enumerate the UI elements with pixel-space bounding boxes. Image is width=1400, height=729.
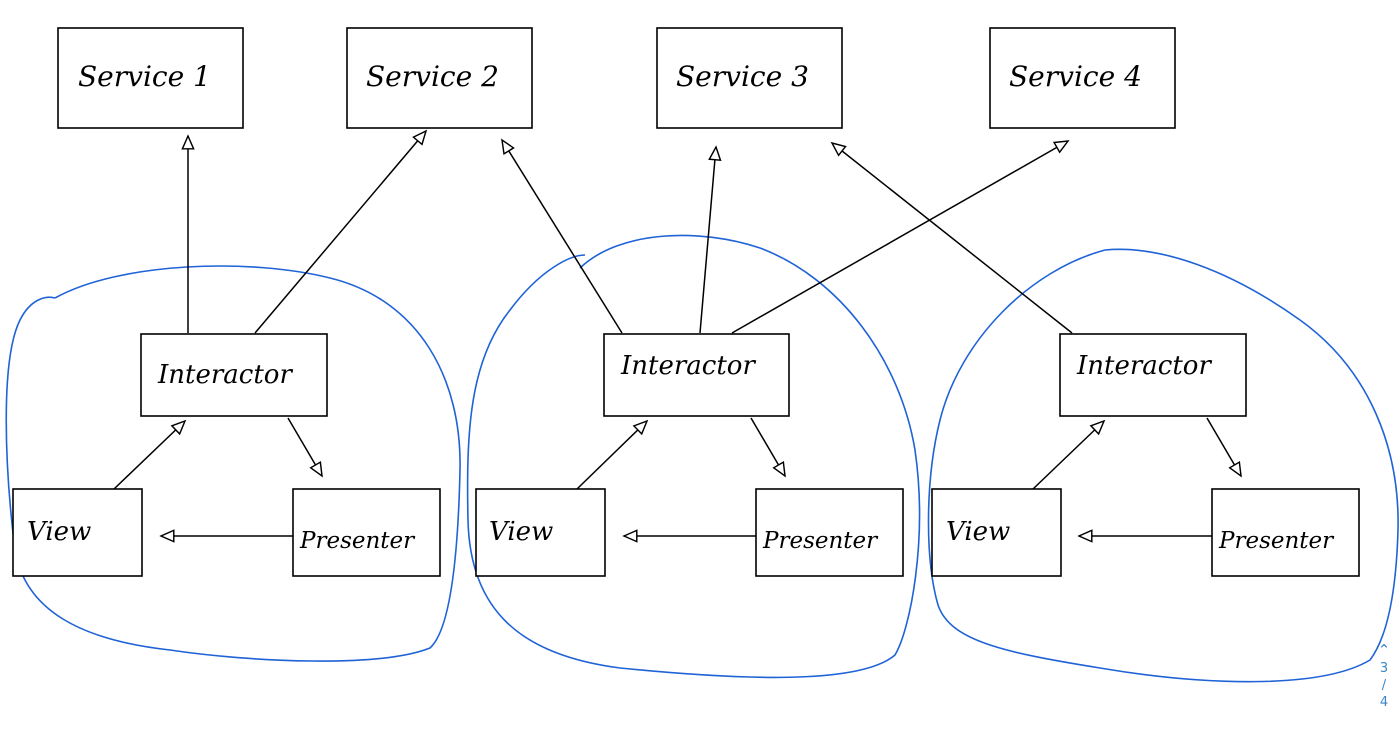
presenter-3-node: Presenter (1211, 488, 1360, 577)
view-2-label: View (489, 517, 553, 547)
interactor-3-label: Interactor (1076, 351, 1212, 381)
module-1: Interactor View Presenter (12, 333, 441, 577)
service-3-node: Service 3 (656, 27, 843, 129)
edge-interactor3-presenter3 (1206, 417, 1241, 476)
edge-interactor2-presenter2 (750, 417, 785, 476)
presenter-2-label: Presenter (762, 528, 879, 554)
interactor-2-label: Interactor (620, 351, 756, 381)
page-indicator: ⌃ 3 / 4 (1370, 640, 1398, 729)
service-3-label: Service 3 (676, 60, 809, 93)
page-total: 4 (1379, 695, 1389, 710)
view-3-node: View (931, 488, 1062, 577)
service-4-node: Service 4 (989, 27, 1176, 129)
service-4-label: Service 4 (1009, 60, 1142, 93)
view-1-label: View (27, 517, 91, 547)
edge-view1-interactor1 (113, 421, 185, 490)
service-2-label: Service 2 (366, 60, 499, 93)
presenter-1-node: Presenter (292, 488, 441, 577)
view-3-label: View (946, 517, 1010, 547)
module-outline-3 (927, 248, 1399, 683)
edge-view3-interactor3 (1032, 421, 1104, 490)
service-1-node: Service 1 (57, 27, 244, 129)
interactor-2-node: Interactor (603, 333, 790, 417)
edge-interactor2-service4 (731, 141, 1068, 334)
view-2-node: View (475, 488, 606, 577)
presenter-1-label: Presenter (299, 528, 416, 554)
service-1-label: Service 1 (78, 60, 211, 93)
interactor-3-node: Interactor (1059, 333, 1247, 417)
view-1-node: View (12, 488, 143, 577)
module-outline-2 (466, 234, 921, 679)
edge-interactor1-service2 (254, 131, 426, 334)
module-2: Interactor View Presenter (475, 333, 904, 577)
chevron-up-icon[interactable]: ⌃ (1377, 641, 1391, 659)
edge-view2-interactor2 (576, 421, 647, 490)
edge-interactor3-service3 (832, 143, 1073, 334)
interactor-1-label: Interactor (157, 360, 293, 390)
edge-interactor2-service3 (699, 147, 716, 334)
module-3: Interactor View Presenter (931, 333, 1360, 577)
edge-interactor1-presenter1 (287, 417, 322, 476)
presenter-2-node: Presenter (755, 488, 904, 577)
service-2-node: Service 2 (346, 27, 533, 129)
page-current: 3 (1379, 661, 1389, 676)
interactor-1-node: Interactor (140, 333, 328, 417)
edge-interactor2-service2 (502, 140, 623, 334)
presenter-3-label: Presenter (1218, 528, 1335, 554)
module-outline-1 (5, 265, 461, 662)
page-separator: / (1381, 678, 1387, 693)
